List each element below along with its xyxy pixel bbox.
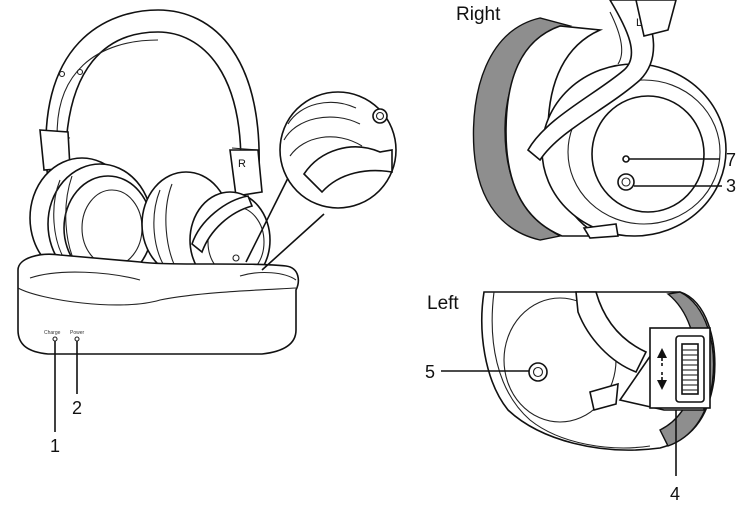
left-earcup xyxy=(29,157,153,285)
charge-led-label: Charge xyxy=(44,330,61,336)
earcup-mark-r: R xyxy=(238,158,246,170)
callout-2: 2 xyxy=(72,398,82,418)
callout-7: 7 xyxy=(726,150,736,170)
headband: R xyxy=(39,9,263,197)
callout-4: 4 xyxy=(670,484,680,504)
callout-5: 5 xyxy=(425,362,435,382)
magnifier-inset xyxy=(245,91,397,271)
earcup-mark-l: L xyxy=(636,17,642,29)
headphones-on-base: R Charge xyxy=(17,9,397,456)
callout-3: 3 xyxy=(726,176,736,196)
left-button xyxy=(528,362,548,382)
power-led-label: Power xyxy=(70,330,85,336)
heading-right: Right xyxy=(456,4,501,25)
right-power-button xyxy=(617,173,635,191)
charging-base: Charge Power xyxy=(17,253,300,355)
right-earcup-detail: Right L 7 3 xyxy=(456,0,736,241)
heading-left: Left xyxy=(427,293,459,314)
volume-down-arrow xyxy=(657,380,667,390)
callout-1: 1 xyxy=(50,436,60,456)
volume-up-arrow xyxy=(657,348,667,358)
left-earcup-detail: Left 5 xyxy=(425,291,716,504)
right-led-indicator xyxy=(622,155,630,163)
volume-wheel-inset xyxy=(618,327,711,411)
